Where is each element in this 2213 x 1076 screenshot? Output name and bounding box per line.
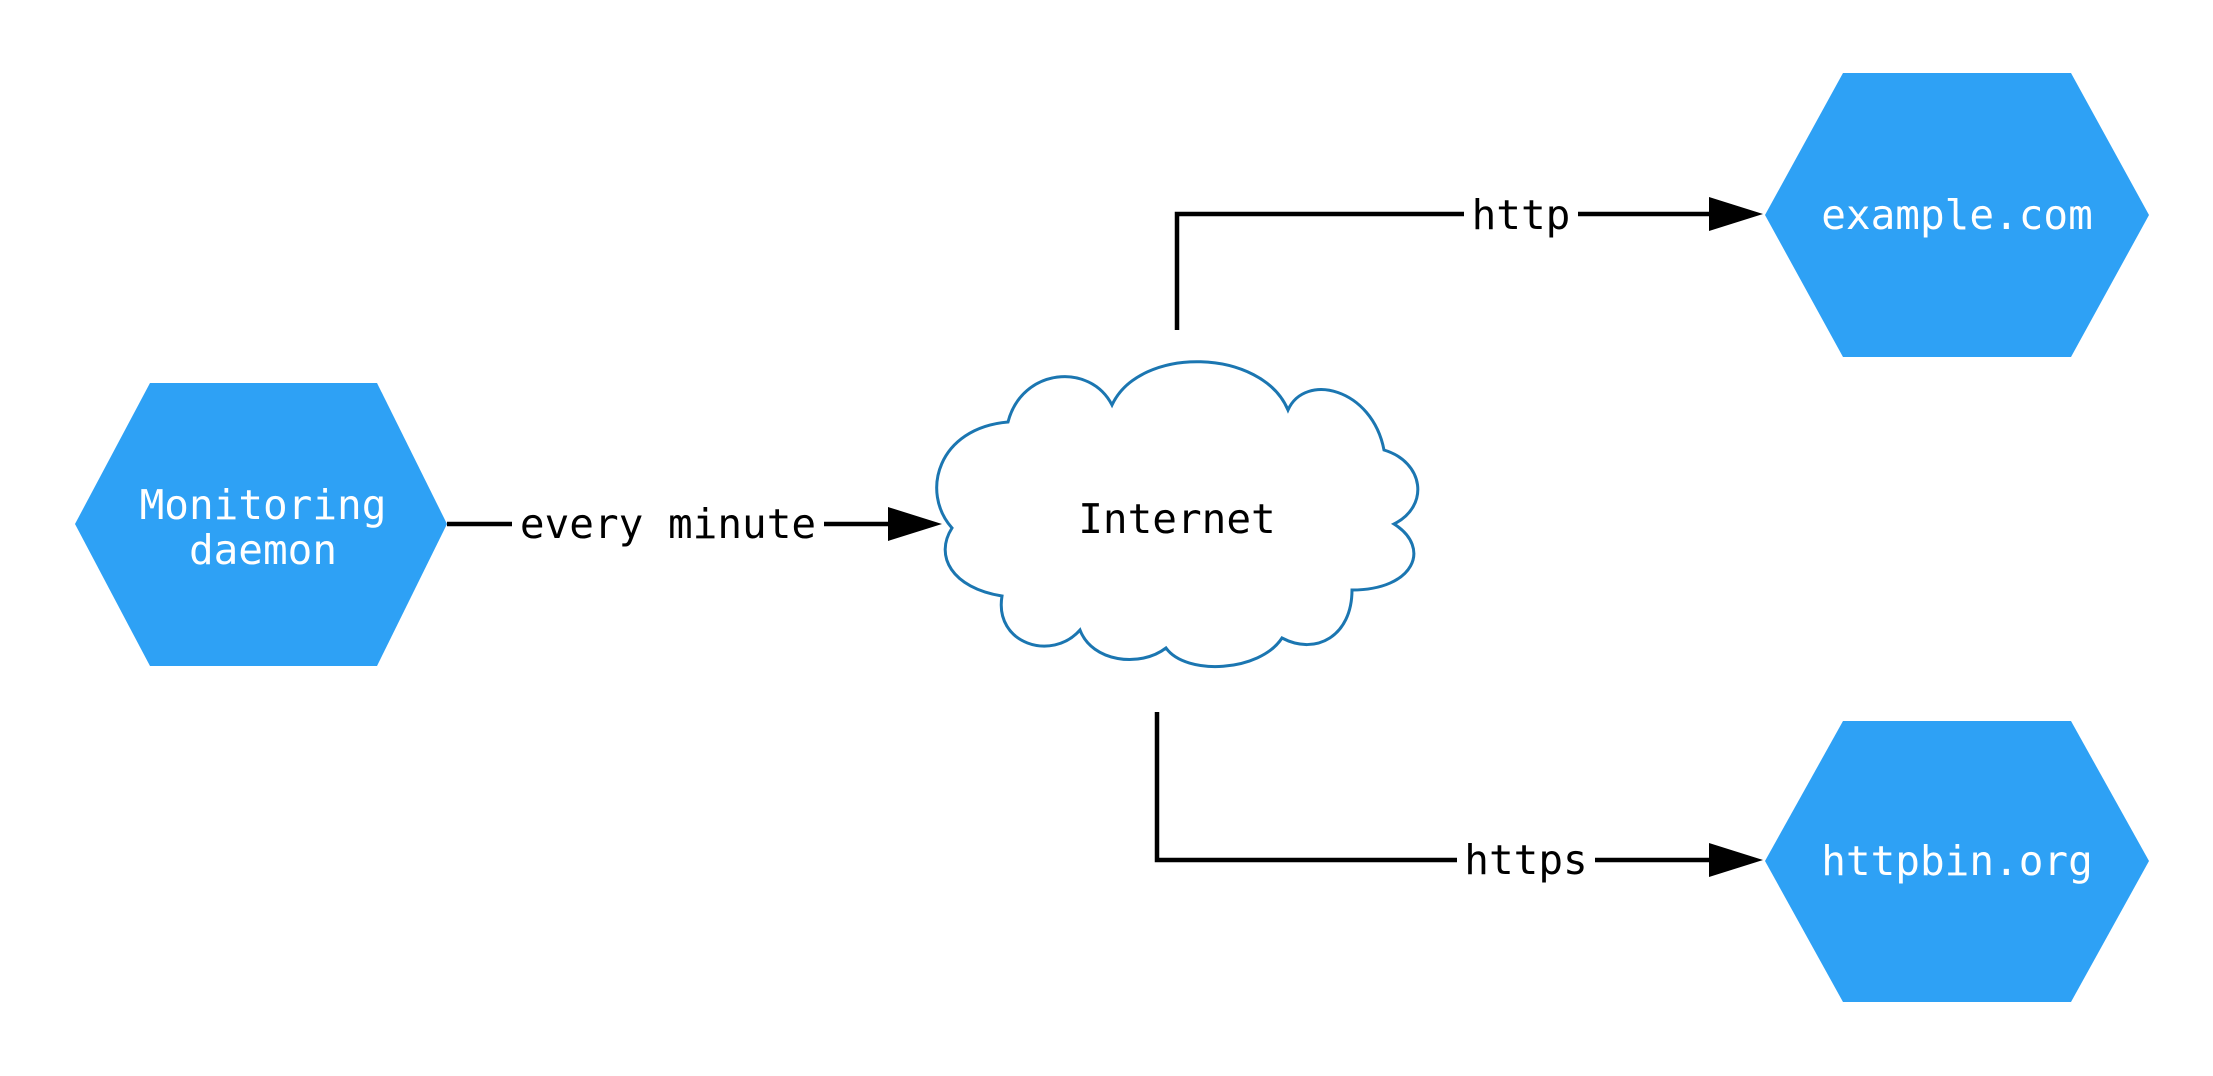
edge-line-http [1174,211,1712,330]
edge-label-bg-https [1457,830,1595,890]
node-example-com: example.com [1765,73,2149,357]
edge-label-bg-every-minute [512,494,824,554]
edge-daemon-to-internet: every minute [447,494,942,554]
edge-label-bg-http [1464,184,1578,244]
edge-internet-to-httpbin: https [1154,712,1763,890]
monitoring-daemon-label-line1: Monitoring [140,481,387,529]
node-httpbin-org: httpbin.org [1765,721,2149,1002]
httpbin-org-label: httpbin.org [1821,837,2093,885]
arrowhead-every-minute [888,507,942,541]
edge-label-http: http [1472,191,1571,239]
example-com-hexagon [1765,73,2149,357]
edge-label-https: https [1464,836,1587,884]
arrowhead-http [1709,197,1763,231]
monitoring-daemon-hexagon [75,383,447,666]
node-monitoring-daemon: Monitoring daemon [75,383,447,666]
edge-line-https [1154,712,1712,863]
httpbin-org-hexagon [1765,721,2149,1002]
monitoring-daemon-label-line2: daemon [189,526,337,574]
arrowhead-https [1709,843,1763,877]
example-com-label: example.com [1821,191,2093,239]
edge-internet-to-example: http [1174,184,1763,330]
internet-label: Internet [1078,495,1275,543]
node-internet: Internet [935,360,1420,669]
edge-label-every-minute: every minute [520,500,816,548]
internet-cloud-shape [935,360,1420,669]
